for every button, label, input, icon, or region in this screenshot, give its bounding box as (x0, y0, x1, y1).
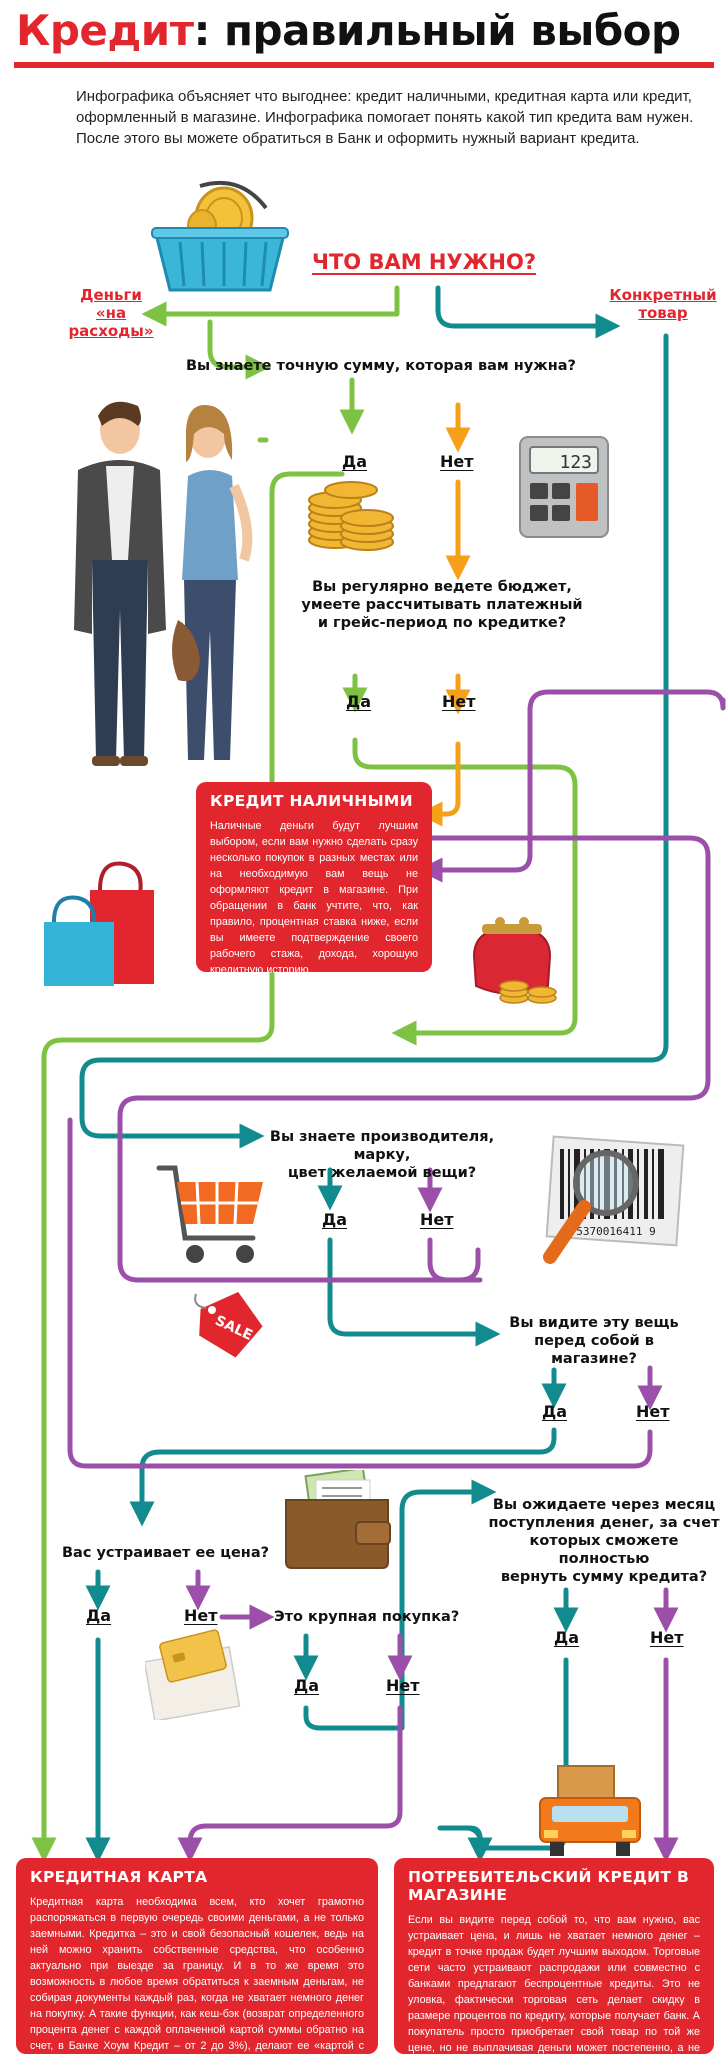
q-budget: Вы регулярно ведете бюджет, умеете рассч… (292, 578, 592, 632)
branch-goods: Конкретный товар (608, 286, 718, 322)
q1-yes: Да (342, 452, 368, 471)
barcode-number: 5370016411 9 (576, 1225, 655, 1238)
result-cash-text: Наличные деньги будут лучшим выбором, ес… (210, 820, 418, 976)
calculator-icon: 123 (519, 436, 609, 538)
q7-no: Нет (650, 1628, 684, 1647)
q-see-item: Вы видите эту вещь перед собой в магазин… (494, 1314, 694, 1368)
q5-no: Нет (184, 1606, 218, 1625)
q3-no: Нет (420, 1210, 454, 1229)
sale-tag-icon: SALE (194, 1292, 263, 1358)
truck-icon (539, 1765, 641, 1856)
envelope-card-icon (145, 1629, 241, 1720)
result-credit-card: КРЕДИТНАЯ КАРТА Кредитная карта необходи… (16, 1858, 378, 2068)
q2-no: Нет (442, 692, 476, 711)
result-card-title: КРЕДИТНАЯ КАРТА (30, 1868, 208, 1886)
q-expect-income-line4: вернуть сумму кредита? (500, 1569, 708, 1585)
branch-money-line1: Деньги (80, 286, 142, 304)
coins-stack-icon (308, 481, 394, 551)
title-accent: Кредит (16, 6, 194, 55)
branch-goods-line2: товар (638, 304, 688, 322)
title-rest: : правильный выбор (193, 6, 682, 55)
wallet-icon (285, 1470, 391, 1569)
purse-icon (472, 917, 557, 1004)
q-budget-line1: Вы регулярно ведете бюджет, (312, 579, 572, 595)
q-big-purchase: Это крупная покупка? (274, 1609, 460, 1625)
page-title: Кредит: правильный выбор (16, 6, 681, 55)
calculator-display: 123 (559, 452, 592, 473)
barcode-magnifier-icon: 5370016411 9 (543, 1135, 685, 1264)
q-exact-sum: Вы знаете точную сумму, которая вам нужн… (186, 358, 576, 374)
basket-coins-icon (151, 180, 289, 292)
title-rule (14, 62, 714, 68)
q-price-ok: Вас устраивает ее цена? (62, 1545, 270, 1561)
result-cash-title: КРЕДИТ НАЛИЧНЫМИ (210, 792, 413, 810)
result-store-text: Если вы видите перед собой то, что вам н… (408, 1914, 700, 2070)
branch-money: Деньги «на расходы» (56, 286, 166, 340)
q5-yes: Да (86, 1606, 112, 1625)
q-expect-income: Вы ожидаете через месяц поступления дене… (488, 1496, 720, 1586)
q7-yes: Да (554, 1628, 580, 1647)
start-question: ЧТО ВАМ НУЖНО? (312, 250, 537, 274)
q-know-brand-line2: цвет желаемой вещи? (287, 1165, 477, 1181)
intro-text: Инфографика объясняет что выгоднее: кред… (76, 88, 694, 147)
q-expect-income-line1: Вы ожидаете через месяц (492, 1497, 716, 1513)
q2-yes: Да (346, 692, 372, 711)
result-cash-credit: КРЕДИТ НАЛИЧНЫМИ Наличные деньги будут л… (196, 782, 432, 976)
q-know-brand-line1: Вы знаете производителя, марку, (269, 1129, 495, 1163)
couple-illustration (74, 401, 253, 766)
branch-money-line2: «на расходы» (68, 304, 154, 340)
q-see-item-line2: перед собой в магазине? (534, 1333, 654, 1367)
q-budget-line2: умеете рассчитывать платежный (301, 597, 583, 613)
q-expect-income-line3: которых сможете полностью (529, 1533, 679, 1567)
q1-no: Нет (440, 452, 474, 471)
q-budget-line3: и грейс-период по кредитке? (317, 615, 567, 631)
shopping-cart-icon (156, 1165, 263, 1263)
q-expect-income-line2: поступления денег, за счет (488, 1515, 720, 1531)
branch-goods-line1: Конкретный (609, 286, 717, 304)
q4-no: Нет (636, 1402, 670, 1421)
q3-yes: Да (322, 1210, 348, 1229)
result-card-text: Кредитная карта необходима всем, кто хоч… (30, 1896, 364, 2068)
q6-yes: Да (294, 1676, 320, 1695)
shopping-bags-icon (44, 861, 154, 986)
q-see-item-line1: Вы видите эту вещь (509, 1315, 679, 1331)
q6-no: Нет (386, 1676, 420, 1695)
q4-yes: Да (542, 1402, 568, 1421)
result-store-title: ПОТРЕБИТЕЛЬСКИЙ КРЕДИТ В МАГАЗИНЕ (408, 1868, 690, 1904)
q-know-brand: Вы знаете производителя, марку, цвет жел… (262, 1128, 502, 1182)
result-store-credit: ПОТРЕБИТЕЛЬСКИЙ КРЕДИТ В МАГАЗИНЕ Если в… (394, 1858, 714, 2070)
